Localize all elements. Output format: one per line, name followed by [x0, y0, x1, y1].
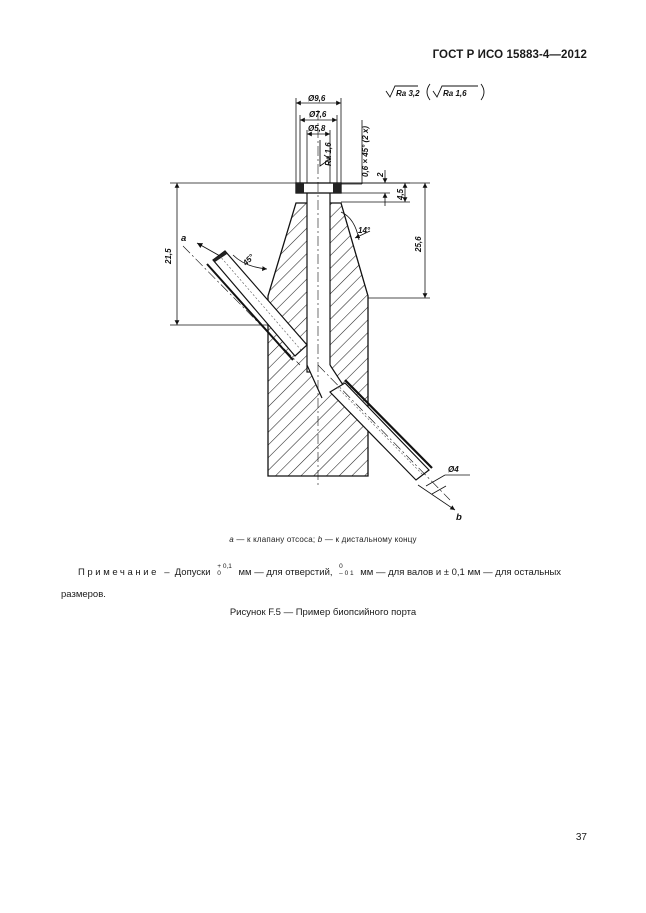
tolerance-shafts: 0 – 0 1: [339, 563, 353, 577]
tolerance-shafts-lower: – 0 1: [339, 570, 354, 578]
legend-a-text: — к клапану отсоса;: [236, 535, 316, 544]
tolerance-holes: + 0,1 0: [217, 563, 232, 577]
tolerance-holes-upper: + 0,1: [217, 563, 232, 571]
angle-14: [340, 211, 371, 241]
page-number: 37: [575, 832, 587, 843]
figure-legend: a — к клапану отсоса; b — к дистальному …: [0, 535, 646, 544]
technical-drawing: Ø9,6 Ø7,6 Ø5,8 Ra 3,2 Ra 1,6 Ra 1,6 0,6 …: [164, 83, 485, 523]
dim-21-5-lines: [170, 182, 296, 326]
roughness-main: Ra 3,2: [396, 89, 420, 98]
roughness-bore: Ra 1,6: [324, 142, 333, 166]
d4-dimension: [417, 474, 470, 511]
note-text-3: мм — для валов и ± 0,1 мм — для остальны…: [61, 567, 562, 600]
note-text-1: Допуски: [174, 567, 211, 578]
legend-a-letter: a: [229, 535, 234, 544]
label-b: b: [456, 512, 462, 523]
center-lines: [182, 110, 451, 501]
dim-2: 2: [376, 172, 385, 178]
dim-d58: Ø5,8: [308, 124, 326, 133]
top-dimensions: [295, 98, 342, 183]
tolerance-shafts-upper: 0: [339, 563, 343, 571]
roughness-paren: Ra 1,6: [443, 89, 467, 98]
dim-25-6: 25,6: [414, 236, 423, 253]
roughness-symbols: [319, 83, 485, 167]
tolerance-holes-lower: 0: [217, 570, 221, 578]
label-a: a: [181, 233, 186, 244]
legend-b-letter: b: [317, 535, 323, 544]
figure-caption: Рисунок F.5 — Пример биопсийного порта: [229, 607, 417, 618]
tube-b: [329, 379, 433, 481]
note-label: Примечание –: [78, 567, 173, 578]
dim-d4: Ø4: [448, 465, 459, 474]
dim-14deg: 14°: [358, 226, 371, 235]
dim-d76: Ø7,6: [309, 110, 327, 119]
dim-4-5: 4,5: [396, 188, 405, 201]
dim-chamfer: 0,6 × 45° (2 x): [361, 126, 370, 177]
standard-header: ГОСТ Р ИСО 15883-4—2012: [432, 49, 587, 61]
note-paragraph: Примечание – Допуски + 0,1 0 мм — для от…: [61, 562, 589, 606]
dim-45deg: 45°: [240, 252, 256, 268]
legend-b-text: — к дистальному концу: [324, 535, 417, 544]
dim-25-6-lines: [341, 182, 430, 299]
top-flange: [295, 182, 342, 194]
dim-d96: Ø9,6: [308, 94, 326, 103]
dim-21-5: 21,5: [164, 248, 173, 265]
tube-a: [206, 250, 308, 361]
note-text-2: мм — для отверстий,: [238, 567, 333, 578]
